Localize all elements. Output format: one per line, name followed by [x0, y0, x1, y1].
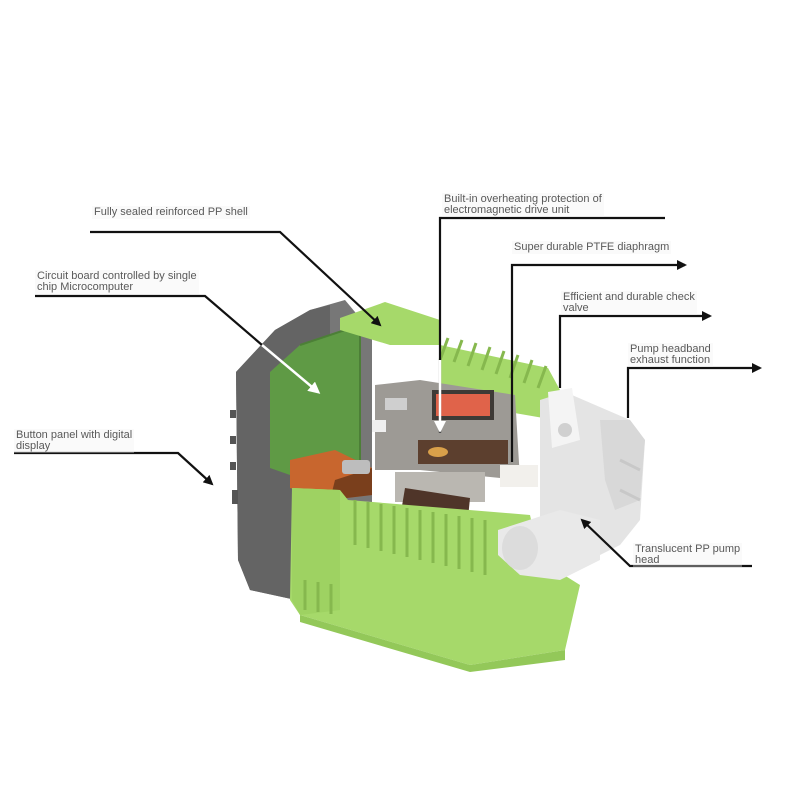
drive-unit — [372, 380, 538, 518]
translucent-pump-head — [498, 388, 645, 580]
leader-lines — [14, 216, 762, 568]
ptfe-diaphragm — [500, 465, 538, 487]
callout-circuit-board: Circuit board controlled by single chip … — [35, 270, 199, 294]
lower-shell — [290, 488, 580, 672]
faint-watermark — [200, 622, 270, 672]
callout-pump-headband-exhaust: Pump headband exhaust function — [628, 343, 713, 367]
callout-overheat-protection: Built-in overheating protection of elect… — [442, 193, 604, 217]
overheat-sensor — [436, 394, 490, 416]
top-shell — [340, 302, 560, 420]
callout-pump-head: Translucent PP pump head — [633, 543, 743, 567]
callout-ptfe-diaphragm: Super durable PTFE diaphragm — [512, 241, 672, 254]
callout-button-panel: Button panel with digital display — [14, 429, 135, 453]
callout-check-valve: Efficient and durable check valve — [561, 291, 697, 315]
check-valve — [548, 388, 580, 448]
callout-shell: Fully sealed reinforced PP shell — [92, 206, 250, 219]
